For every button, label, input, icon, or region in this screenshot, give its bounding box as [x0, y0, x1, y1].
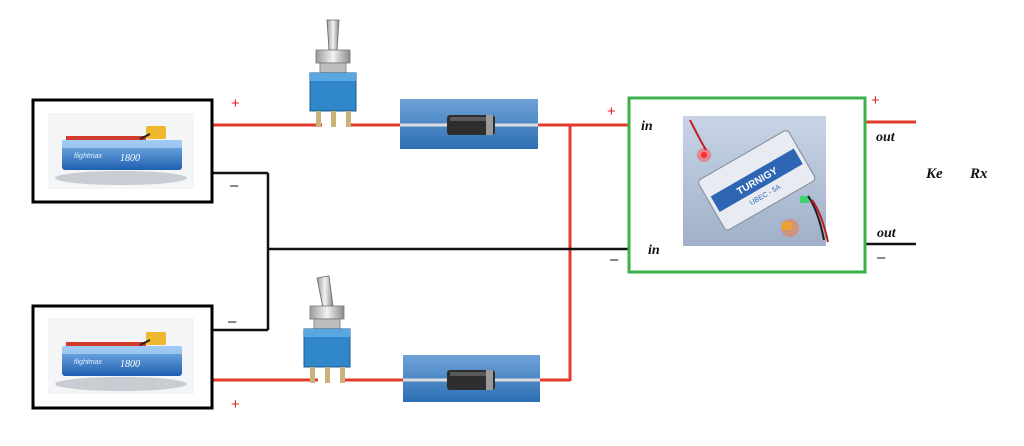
battery-bottom-positive-label: +: [231, 396, 240, 413]
toggle-switch-icon: [297, 275, 361, 383]
labels: + – – + + – in in + – out out Ke Rx: [228, 92, 988, 413]
battery-bottom-brand: flightmax: [74, 359, 103, 366]
diode-top: [400, 99, 538, 149]
battery-top-capacity: 1800: [120, 153, 140, 164]
toggle-switch-top: [301, 19, 365, 127]
toggle-switch-icon: [301, 19, 365, 127]
battery-bottom: 1800 flightmax: [31, 304, 214, 410]
battery-top-negative-label: –: [230, 177, 239, 194]
battery-top-positive-label: +: [231, 95, 240, 112]
ubec-input-bottom-label: in: [648, 243, 660, 258]
ubec-output-negative-label: –: [877, 249, 886, 266]
battery-bottom-capacity: 1800: [120, 359, 140, 370]
toggle-switch-bottom: [297, 275, 361, 383]
ubec-input-top-label: in: [641, 119, 653, 134]
lipo-battery-icon: 1800 flightmax: [48, 318, 194, 394]
ke-label: Ke: [925, 166, 943, 182]
diode-bottom: [403, 355, 540, 402]
ubec-output-positive-label: +: [871, 92, 880, 109]
ubec-output-top-label: out: [876, 130, 896, 145]
wires: [212, 120, 916, 382]
ubec: TURNIGY UBEC - 5A: [627, 96, 867, 274]
ubec-input-negative-label: –: [610, 251, 619, 268]
rx-label: Rx: [969, 166, 988, 182]
lipo-battery-icon: 1800 flightmax: [48, 113, 194, 189]
ubec-module-icon: TURNIGY UBEC - 5A: [683, 116, 829, 246]
diode-icon: [400, 99, 538, 149]
ubec-input-positive-label: +: [607, 103, 616, 120]
battery-bottom-negative-label: –: [228, 313, 237, 330]
battery-top-brand: flightmax: [74, 153, 103, 160]
ubec-output-bottom-label: out: [877, 226, 897, 241]
diode-icon: [403, 355, 540, 402]
battery-top: 1800 flightmax: [31, 98, 214, 204]
